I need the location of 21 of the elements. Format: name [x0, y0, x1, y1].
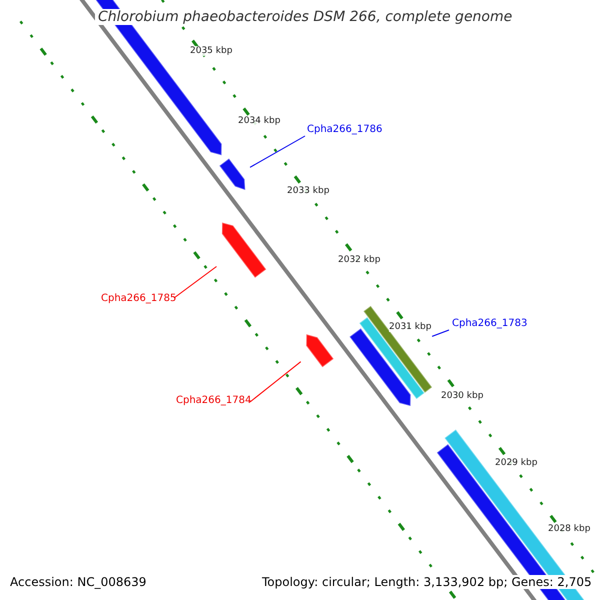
leader-line — [250, 136, 306, 168]
gene-arrow — [218, 157, 246, 192]
gene-label: Cpha266_1784 — [176, 395, 252, 406]
scale-label: 2033 kbp — [287, 186, 330, 196]
gene-label: Cpha266_1786 — [307, 124, 382, 135]
footer-text: Topology: circular; Length: 3,133,902 bp; Genes: 2,705 — [262, 575, 592, 589]
leader-line — [250, 361, 302, 402]
scale-label: 2028 kbp — [548, 524, 590, 534]
footer-text: Accession: NC_008639 — [10, 575, 146, 589]
scale-label: 2029 kbp — [495, 458, 538, 468]
gene-arrow — [305, 333, 335, 368]
leader-line — [432, 330, 450, 337]
gene-bar — [362, 304, 434, 394]
gene-label: Cpha266_1785 — [101, 293, 176, 304]
gene-label: Cpha266_1783 — [452, 318, 528, 329]
scale-label: 2032 kbp — [338, 255, 380, 265]
gene-arrow — [221, 222, 268, 279]
scale-label: 2034 kbp — [238, 116, 280, 126]
scale-label: 2035 kbp — [190, 46, 232, 56]
scale-label: 2031 kbp — [389, 322, 432, 332]
scale-label: 2030 kbp — [441, 391, 484, 401]
